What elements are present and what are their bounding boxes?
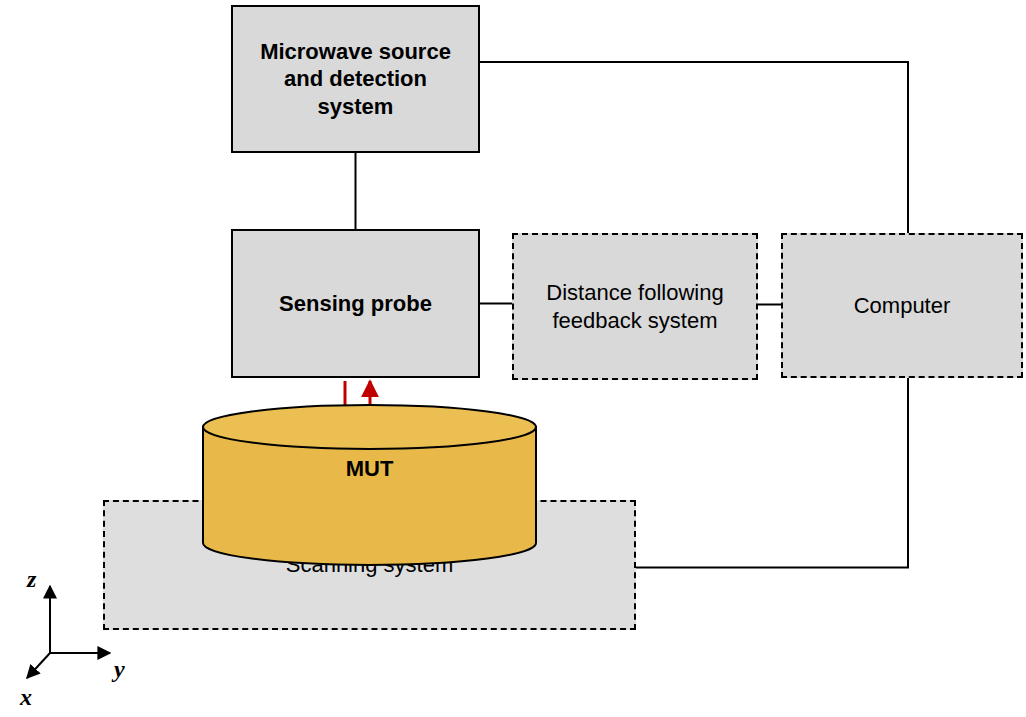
y-axis bbox=[49, 652, 110, 654]
node-text: Distance following feedback system bbox=[528, 279, 743, 334]
node-text: Sensing probe bbox=[279, 290, 432, 318]
connector-line bbox=[636, 378, 908, 568]
source-box: Microwave source and detection system bbox=[231, 5, 480, 153]
z-axis bbox=[49, 586, 51, 653]
connector-line bbox=[480, 62, 908, 233]
cylinder-shape bbox=[201, 403, 538, 568]
axis-label: z bbox=[27, 566, 36, 593]
connector-line bbox=[758, 304, 781, 306]
mut-cylinder: MUT bbox=[201, 403, 538, 568]
node-text: Computer bbox=[854, 292, 951, 320]
computer-box: Computer bbox=[781, 233, 1023, 378]
connector-line bbox=[480, 303, 512, 305]
node-text: Microwave source and detection system bbox=[253, 38, 458, 121]
connector-line bbox=[355, 153, 357, 229]
x-axis bbox=[27, 653, 50, 678]
axis-label: x bbox=[20, 684, 32, 711]
probe-box: Sensing probe bbox=[231, 229, 480, 378]
axis-label: y bbox=[114, 656, 125, 683]
node-text: MUT bbox=[346, 455, 394, 483]
feedback-box: Distance following feedback system bbox=[512, 233, 758, 380]
